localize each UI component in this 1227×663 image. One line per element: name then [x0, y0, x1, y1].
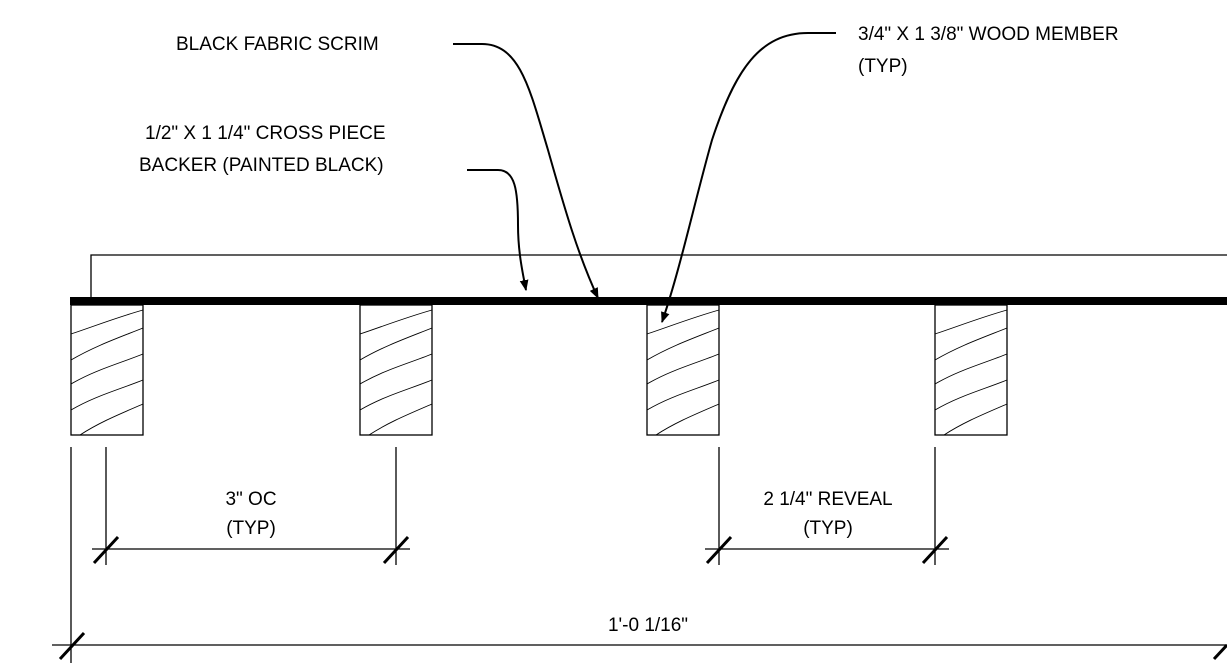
reveal-dimension — [705, 535, 949, 565]
member-label-line2: (TYP) — [858, 56, 908, 77]
member-leader — [661, 32, 836, 324]
spacing-dimension-label-line2: (TYP) — [226, 518, 276, 539]
backer-label-line1: 1/2" X 1 1/4" CROSS PIECE — [145, 123, 386, 144]
reveal-dimension-label-line2: (TYP) — [803, 518, 853, 539]
scrim-leader — [453, 43, 599, 299]
spacing-dimension — [92, 535, 410, 565]
backer-label-line2: BACKER (PAINTED BLACK) — [139, 155, 384, 176]
wood-member-1 — [70, 304, 144, 436]
reveal-dimension-label-line1: 2 1/4" REVEAL — [763, 489, 892, 510]
overall-dimension — [52, 631, 1227, 661]
backer-leader — [467, 169, 529, 292]
wood-member-4 — [934, 304, 1008, 436]
scrim-label: BLACK FABRIC SCRIM — [176, 34, 379, 55]
wood-member-2 — [359, 304, 433, 436]
overall-dimension-label: 1'-0 1/16" — [608, 615, 688, 636]
scrim-outline — [90, 254, 1227, 300]
member-label-line1: 3/4" X 1 3/8" WOOD MEMBER — [858, 24, 1119, 45]
wood-member-3 — [646, 304, 720, 436]
spacing-dimension-label-line1: 3" OC — [225, 489, 276, 510]
